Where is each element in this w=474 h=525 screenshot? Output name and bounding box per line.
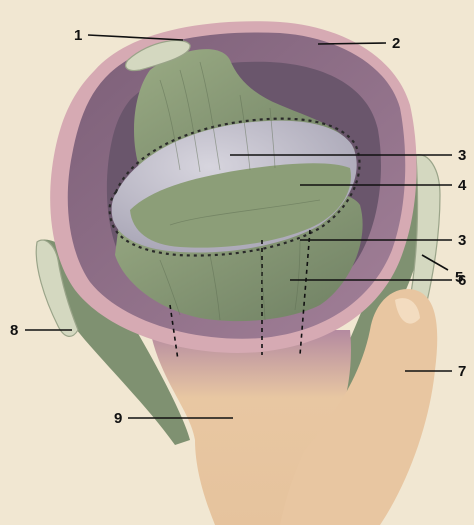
label-3-upper: 3: [458, 147, 466, 164]
label-2: 2: [392, 35, 400, 52]
label-7: 7: [458, 363, 466, 380]
label-1: 1: [74, 27, 82, 44]
label-6: 6: [458, 272, 466, 289]
label-8: 8: [10, 322, 18, 339]
label-9: 9: [114, 410, 122, 427]
label-4: 4: [458, 177, 467, 194]
label-3-lower: 3: [458, 232, 466, 249]
